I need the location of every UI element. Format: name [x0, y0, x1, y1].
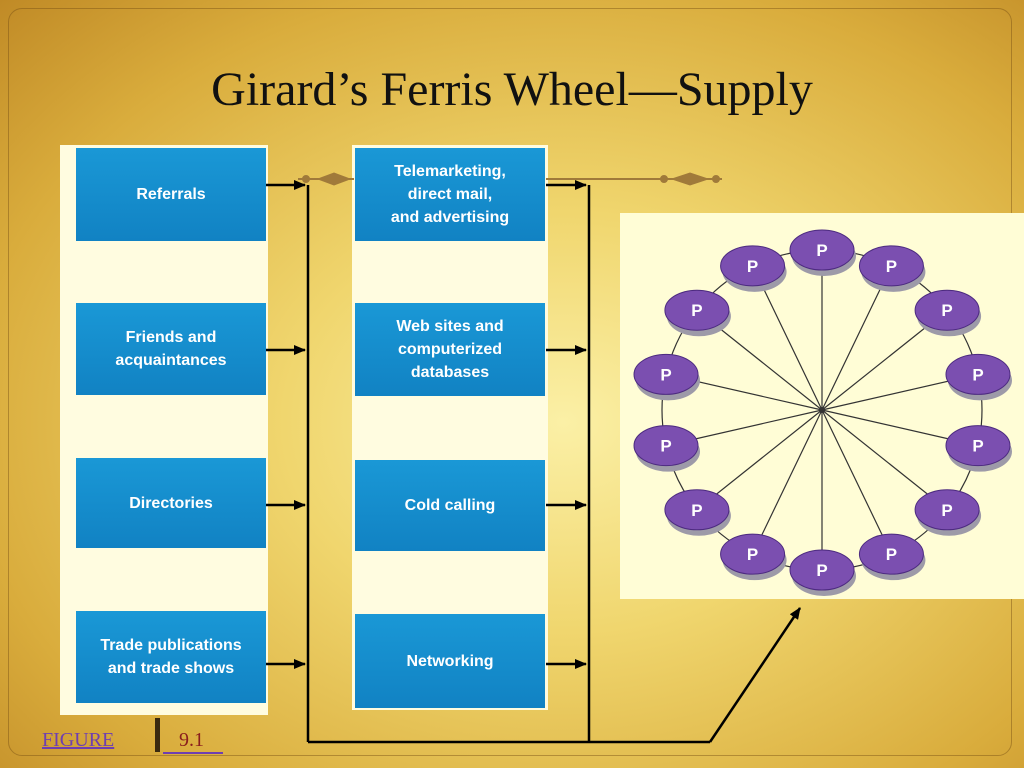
- wheel-node-label: P: [660, 437, 671, 456]
- wheel-node-label: P: [816, 241, 827, 260]
- figure-label: FIGURE: [42, 729, 115, 751]
- wheel-node-label: P: [886, 545, 897, 564]
- wheel-node-label: P: [941, 301, 952, 320]
- wheel-node-label: P: [886, 257, 897, 276]
- wheel-node-label: P: [747, 545, 758, 564]
- wheel-hub: [819, 407, 825, 413]
- source-box-cold-calling: Cold calling: [355, 460, 545, 551]
- wheel-node: P: [914, 489, 982, 536]
- wheel-node: P: [664, 289, 731, 337]
- wheel-spoke: [696, 409, 823, 511]
- wheel-node: P: [789, 229, 856, 276]
- wheel-node-label: P: [691, 501, 702, 520]
- wheel-node: P: [633, 425, 701, 472]
- wheel-node: P: [720, 245, 787, 292]
- ornament-divider: [298, 172, 722, 186]
- figure-separator: [155, 718, 160, 752]
- wheel-spoke: [752, 409, 823, 555]
- wheel-spoke: [821, 409, 948, 511]
- arrow-to-wheel: [708, 607, 802, 743]
- figure-underline: [163, 752, 223, 754]
- source-box-referrals: Referrals: [76, 148, 266, 241]
- wheel-node: P: [664, 489, 731, 536]
- wheel-node: P: [720, 533, 787, 581]
- wheel-node-label: P: [816, 561, 827, 580]
- source-box-directories: Directories: [76, 458, 266, 548]
- slide-title: Girard’s Ferris Wheel—Supply: [211, 63, 813, 116]
- wheel-node-label: P: [972, 365, 983, 384]
- figure-number: 9.1: [179, 729, 204, 751]
- wheel-node: P: [858, 533, 926, 581]
- ferris-wheel: P P P P P P P P P P P P P P: [633, 229, 1012, 596]
- source-box-trade-publications: Trade publications and trade shows: [76, 611, 266, 703]
- wheel-node-label: P: [747, 257, 758, 276]
- ferris-wheel-panel: P P P P P P P P P P P P P P: [620, 213, 1024, 599]
- wheel-node-label: P: [972, 437, 983, 456]
- wheel-node: P: [789, 549, 856, 596]
- source-box-telemarketing: Telemarketing, direct mail, and advertis…: [355, 148, 545, 241]
- source-box-networking: Networking: [355, 614, 545, 708]
- wheel-node: P: [945, 353, 1012, 401]
- wheel-node: P: [914, 289, 982, 337]
- wheel-node: P: [633, 353, 701, 401]
- wheel-node: P: [858, 245, 926, 292]
- wheel-spoke: [821, 409, 892, 555]
- wheel-node-label: P: [691, 301, 702, 320]
- wheel-node-label: P: [941, 501, 952, 520]
- wheel-node-label: P: [660, 365, 671, 384]
- source-box-friends: Friends and acquaintances: [76, 303, 266, 395]
- source-box-web-sites: Web sites and computerized databases: [355, 303, 545, 396]
- wheel-node: P: [945, 425, 1012, 472]
- flow-lines: [266, 180, 802, 744]
